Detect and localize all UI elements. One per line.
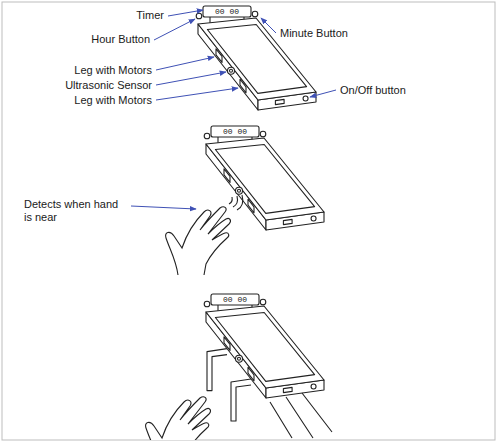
hand <box>146 397 211 440</box>
timer-device <box>204 294 324 421</box>
ultrasonic-sensor <box>228 67 235 74</box>
screen <box>215 145 314 214</box>
timer-post <box>217 137 218 143</box>
motor-leg <box>248 199 254 213</box>
callout-label: Leg with Motors <box>74 94 152 107</box>
leader-line <box>310 90 336 97</box>
leader-line <box>154 19 195 40</box>
port-slot <box>275 99 284 104</box>
leader-line <box>156 88 238 100</box>
timer-display <box>211 294 259 305</box>
sensing-waves <box>229 195 243 210</box>
leader-lines <box>131 10 336 209</box>
timer-digits: 00 00 <box>215 7 239 16</box>
motor-leg <box>248 367 254 381</box>
motor-leg <box>224 169 230 183</box>
ultrasonic-sensor <box>238 357 241 360</box>
hand <box>166 207 231 275</box>
hour-button <box>204 133 210 139</box>
extended-leg <box>207 349 227 391</box>
callout-label: Detects when hand is near <box>24 198 128 224</box>
ultrasonic-sensor <box>238 189 241 192</box>
timer-device <box>196 6 316 110</box>
leader-line <box>131 206 196 209</box>
hour-button <box>196 13 202 19</box>
timer-digits: 00 00 <box>223 127 247 136</box>
motion-lines <box>270 393 332 438</box>
callout-label: Leg with Motors <box>74 64 152 77</box>
hour-button <box>204 301 210 307</box>
on-off-button <box>303 96 308 101</box>
port-slot <box>283 387 292 392</box>
timer-post <box>209 17 210 23</box>
leader-line <box>156 57 214 70</box>
ultrasonic-sensor <box>236 355 243 362</box>
top-face <box>206 306 324 388</box>
ultrasonic-sensor <box>236 187 243 194</box>
timer-post <box>217 305 218 311</box>
motor-leg <box>224 337 230 351</box>
extended-leg <box>231 379 251 421</box>
leader-line <box>156 72 226 85</box>
callout-label: On/Off button <box>340 84 406 97</box>
on-off-button <box>311 384 316 389</box>
callout-label: Timer <box>136 9 164 22</box>
minute-button <box>260 299 266 305</box>
motor-leg <box>240 79 246 93</box>
ultrasonic-sensor <box>230 69 233 72</box>
callout-label: Ultrasonic Sensor <box>65 79 152 92</box>
timer-digits: 00 00 <box>223 295 247 304</box>
port-slot <box>283 219 292 224</box>
callout-label: Hour Button <box>91 33 150 46</box>
screen <box>215 313 314 382</box>
minute-button <box>252 11 258 17</box>
callout-label: Minute Button <box>280 27 348 40</box>
leader-line <box>261 18 276 33</box>
hand-drawings <box>146 195 332 440</box>
on-off-button <box>311 216 316 221</box>
motor-leg <box>216 49 222 63</box>
timer-display <box>203 6 251 17</box>
minute-button <box>260 131 266 137</box>
timer-display <box>211 126 259 137</box>
leader-line <box>168 10 203 16</box>
